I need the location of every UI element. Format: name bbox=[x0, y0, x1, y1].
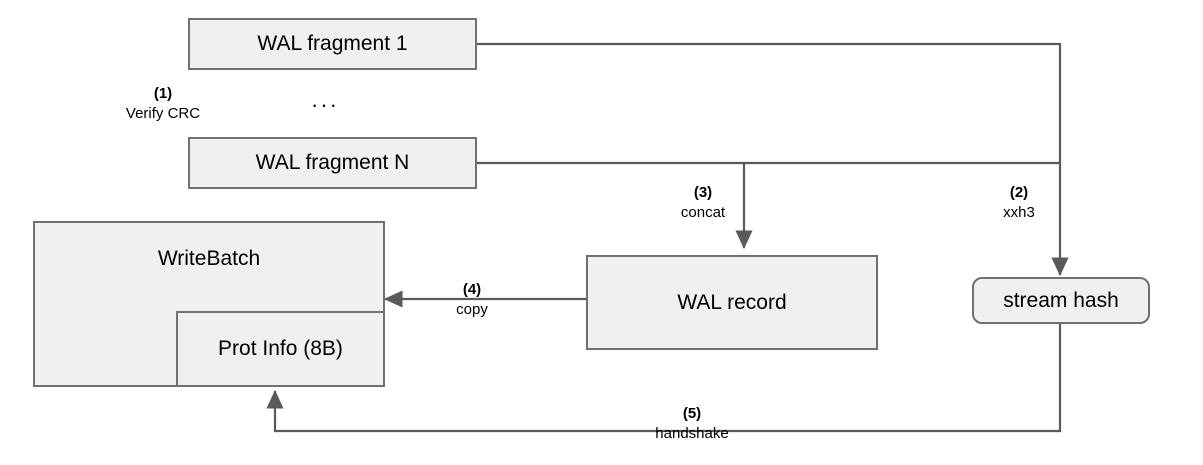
label-step-4-caption: copy bbox=[456, 300, 488, 318]
edge-stream-hash-to-prot-info bbox=[266, 324, 1062, 433]
node-wal-fragment-n-label: WAL fragment N bbox=[255, 151, 410, 175]
label-step-2: (2) xxh3 bbox=[1003, 184, 1035, 223]
node-stream-hash[interactable]: stream hash bbox=[972, 277, 1150, 324]
node-wal-record-label: WAL record bbox=[677, 290, 787, 314]
label-step-5-number: (5) bbox=[682, 405, 702, 422]
label-step-2-number: (2) bbox=[1009, 184, 1029, 201]
fragments-ellipsis: ··· bbox=[311, 92, 339, 117]
label-step-1-number: (1) bbox=[153, 85, 173, 102]
label-step-4: (4) copy bbox=[456, 281, 488, 320]
node-wal-fragment-1[interactable]: WAL fragment 1 bbox=[188, 18, 477, 70]
label-step-1: (1) Verify CRC bbox=[126, 84, 200, 123]
node-wal-fragment-n[interactable]: WAL fragment N bbox=[188, 137, 477, 189]
label-step-5-caption: handshake bbox=[655, 424, 729, 442]
edge-fragment1-to-rail bbox=[477, 42, 1062, 163]
label-step-2-caption: xxh3 bbox=[1003, 203, 1035, 221]
label-step-3: (3) concat bbox=[681, 184, 725, 223]
label-step-5: (5) handshake bbox=[655, 405, 728, 444]
node-wal-fragment-1-label: WAL fragment 1 bbox=[257, 32, 408, 56]
node-wal-record[interactable]: WAL record bbox=[586, 255, 878, 350]
node-prot-info[interactable]: Prot Info (8B) bbox=[176, 311, 385, 387]
node-prot-info-label: Prot Info (8B) bbox=[218, 337, 343, 361]
label-step-3-number: (3) bbox=[693, 184, 713, 201]
node-stream-hash-label: stream hash bbox=[1003, 288, 1119, 312]
node-write-batch-label: WriteBatch bbox=[157, 247, 261, 270]
label-step-1-caption: Verify CRC bbox=[125, 104, 201, 122]
label-step-3-caption: concat bbox=[680, 203, 726, 221]
label-step-4-number: (4) bbox=[462, 281, 482, 298]
